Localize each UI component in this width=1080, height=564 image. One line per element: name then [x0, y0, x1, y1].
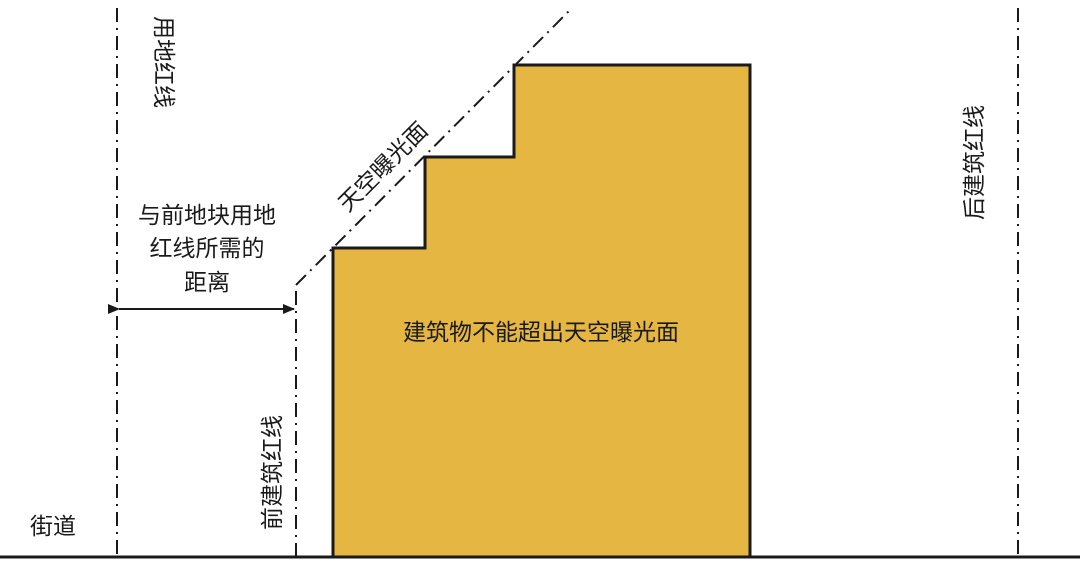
sky-exposure-plane-line [295, 9, 571, 286]
stepped-building [331, 63, 752, 559]
sky-exposure-plane-label: 天空曝光面 [334, 118, 434, 218]
land-red-line-label: 用地红线 [150, 16, 176, 108]
distance-label-line-3: 距离 [184, 270, 230, 296]
building-rule-label: 建筑物不能超出天空曝光面 [403, 320, 679, 346]
distance-label-line-1: 与前地块用地 [138, 203, 276, 229]
distance-label-line-2: 红线所需的 [150, 236, 265, 262]
street-label: 街道 [30, 514, 76, 540]
rear-building-red-line-label: 后建筑红线 [962, 105, 988, 220]
front-building-red-line-label: 前建筑红线 [260, 415, 286, 530]
